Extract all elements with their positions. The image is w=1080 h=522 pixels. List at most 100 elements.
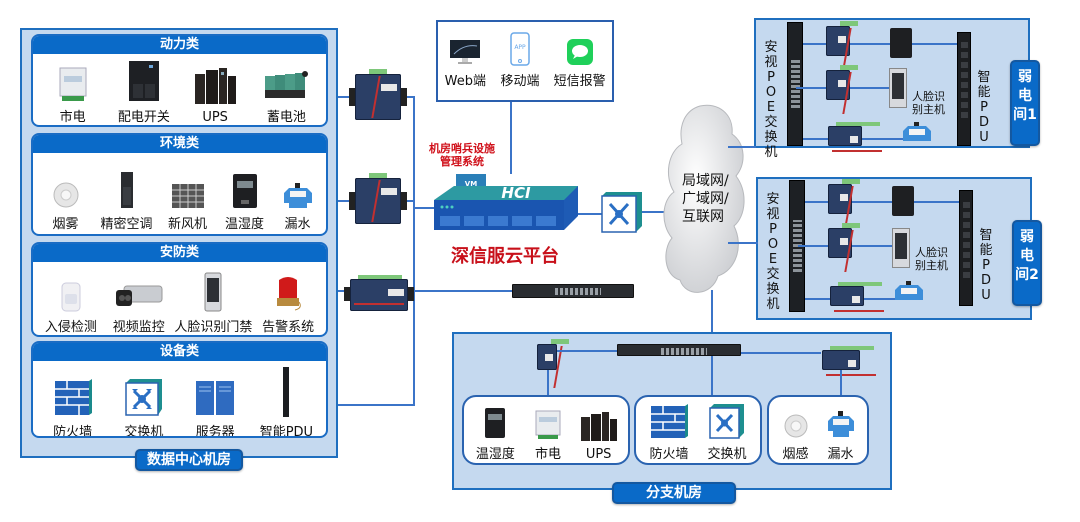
client-web[interactable]: Web端	[440, 32, 490, 89]
network-cloud: 局域网/广域网/互联网	[660, 100, 750, 300]
device-distribution[interactable]: 配电开关	[109, 58, 179, 125]
category-equipment: 设备类 防火墙 交换机 服务器 智能PDU	[31, 341, 328, 438]
branch-device[interactable]: 市电	[525, 403, 571, 462]
gateway-device	[826, 65, 858, 100]
datacenter-badge: 数据中心机房	[135, 449, 243, 471]
device-temp-humidity[interactable]: 温湿度	[217, 165, 273, 232]
hci-appliance[interactable]: VM HCI	[428, 172, 588, 240]
category-security: 安防类 入侵检测 视频监控 人脸识别门禁 告警系统	[31, 242, 328, 337]
platform-name: 深信服云平台	[451, 246, 559, 267]
device-label: 市电	[59, 110, 86, 125]
category-title: 安防类	[33, 244, 326, 262]
core-switch-icon[interactable]	[600, 190, 644, 238]
device-power-meter[interactable]: 市电	[38, 58, 108, 125]
switch-icon	[708, 401, 746, 439]
client-sms[interactable]: 短信报警	[550, 32, 610, 89]
hci-label: HCI	[501, 184, 531, 202]
smoke-detector-icon	[783, 403, 809, 439]
temp-humidity-icon	[483, 403, 507, 439]
device-ups[interactable]: UPS	[180, 62, 250, 125]
device-label: 防火墙	[649, 447, 689, 462]
category-title: 环境类	[33, 135, 326, 153]
device-alarm[interactable]: 告警系统	[254, 268, 322, 335]
branch-group-1: 温湿度 市电 UPS	[462, 395, 630, 465]
link-line	[803, 43, 963, 45]
branch-device[interactable]: 交换机	[701, 401, 753, 462]
device-smoke[interactable]: 烟雾	[38, 165, 94, 232]
link-line	[547, 370, 549, 396]
device-intrusion[interactable]: 入侵检测	[37, 268, 105, 335]
monitor-icon	[449, 32, 481, 66]
gateway-device	[828, 179, 860, 214]
link-line	[414, 290, 514, 292]
device-label: 人脸识别门禁	[174, 320, 253, 335]
face-terminal-icon	[892, 228, 910, 268]
system-name: 机房哨兵设施 管理系统	[420, 142, 504, 168]
link-line	[413, 96, 415, 406]
device-label: 入侵检测	[44, 320, 97, 335]
device-precision-ac[interactable]: 精密空调	[95, 165, 159, 232]
gateway-device	[826, 21, 858, 56]
device-label: 服务器	[195, 425, 235, 438]
smart-pdu[interactable]	[957, 32, 971, 146]
device-switch[interactable]: 交换机	[109, 373, 179, 438]
category-title: 动力类	[33, 36, 326, 54]
device-label: UPS	[585, 447, 612, 462]
pdu-icon	[281, 367, 291, 417]
branch-device[interactable]: UPS	[576, 407, 622, 462]
device-label: 漏水	[284, 217, 311, 232]
device-label: 温湿度	[475, 447, 515, 462]
clients-list: Web端 APP 移动端 短信报警	[438, 32, 612, 89]
pdu-label: 智能PDU	[977, 70, 991, 145]
firewall-icon	[649, 401, 689, 439]
fresh-air-icon	[171, 165, 205, 209]
device-label: 视频监控	[112, 320, 165, 335]
temp-humidity-icon	[892, 186, 914, 216]
device-label: 新风机	[167, 217, 207, 232]
firewall-icon	[53, 373, 93, 417]
poe-switch[interactable]	[787, 22, 803, 146]
sms-icon	[566, 32, 594, 66]
smart-pdu[interactable]	[959, 190, 973, 306]
gateway-device	[344, 275, 414, 311]
system-name-line1: 机房哨兵设施	[429, 142, 495, 155]
branch-device[interactable]: 漏水	[820, 403, 862, 462]
hci-server-icon: VM HCI	[434, 174, 578, 230]
power-meter-icon	[58, 58, 88, 102]
face-host-label: 人脸识别主机	[912, 90, 945, 116]
branch-device[interactable]: 防火墙	[643, 401, 695, 462]
cloud-label: 局域网/广域网/互联网	[682, 173, 729, 225]
device-label: 交换机	[124, 425, 164, 438]
device-label: 温湿度	[224, 217, 264, 232]
mobile-app-icon: APP	[509, 32, 531, 66]
device-label: 防火墙	[53, 425, 93, 438]
server-icon	[194, 373, 236, 417]
device-water-leak[interactable]: 漏水	[274, 165, 322, 232]
device-camera[interactable]: 视频监控	[105, 268, 173, 335]
link-line	[414, 207, 434, 209]
device-firewall[interactable]: 防火墙	[38, 373, 108, 438]
device-fresh-air[interactable]: 新风机	[160, 165, 216, 232]
water-leak-icon	[900, 122, 934, 150]
device-label: 漏水	[827, 447, 854, 462]
device-pdu[interactable]: 智能PDU	[251, 367, 321, 438]
device-face-access[interactable]: 人脸识别门禁	[173, 268, 254, 335]
branch-device[interactable]: 温湿度	[470, 403, 520, 462]
battery-icon	[263, 58, 309, 102]
device-battery[interactable]: 蓄电池	[251, 58, 321, 125]
device-label: 交换机	[707, 447, 747, 462]
device-label: 智能PDU	[259, 425, 314, 438]
branch-device[interactable]: 烟感	[775, 403, 817, 462]
device-label: 烟感	[782, 447, 809, 462]
face-host-label: 人脸识别主机	[915, 246, 948, 272]
alarm-light-icon	[273, 268, 303, 312]
poe-switch-label: 安视POE交换机	[766, 192, 780, 312]
poe-switch-label: 安视POE交换机	[764, 40, 778, 160]
device-server[interactable]: 服务器	[180, 373, 250, 438]
link-line	[557, 350, 617, 352]
device-label: 配电开关	[117, 110, 170, 125]
client-mobile[interactable]: APP 移动端	[495, 32, 545, 89]
system-name-line2: 管理系统	[440, 155, 484, 168]
switch-icon	[124, 373, 164, 417]
face-terminal-icon	[889, 68, 907, 108]
